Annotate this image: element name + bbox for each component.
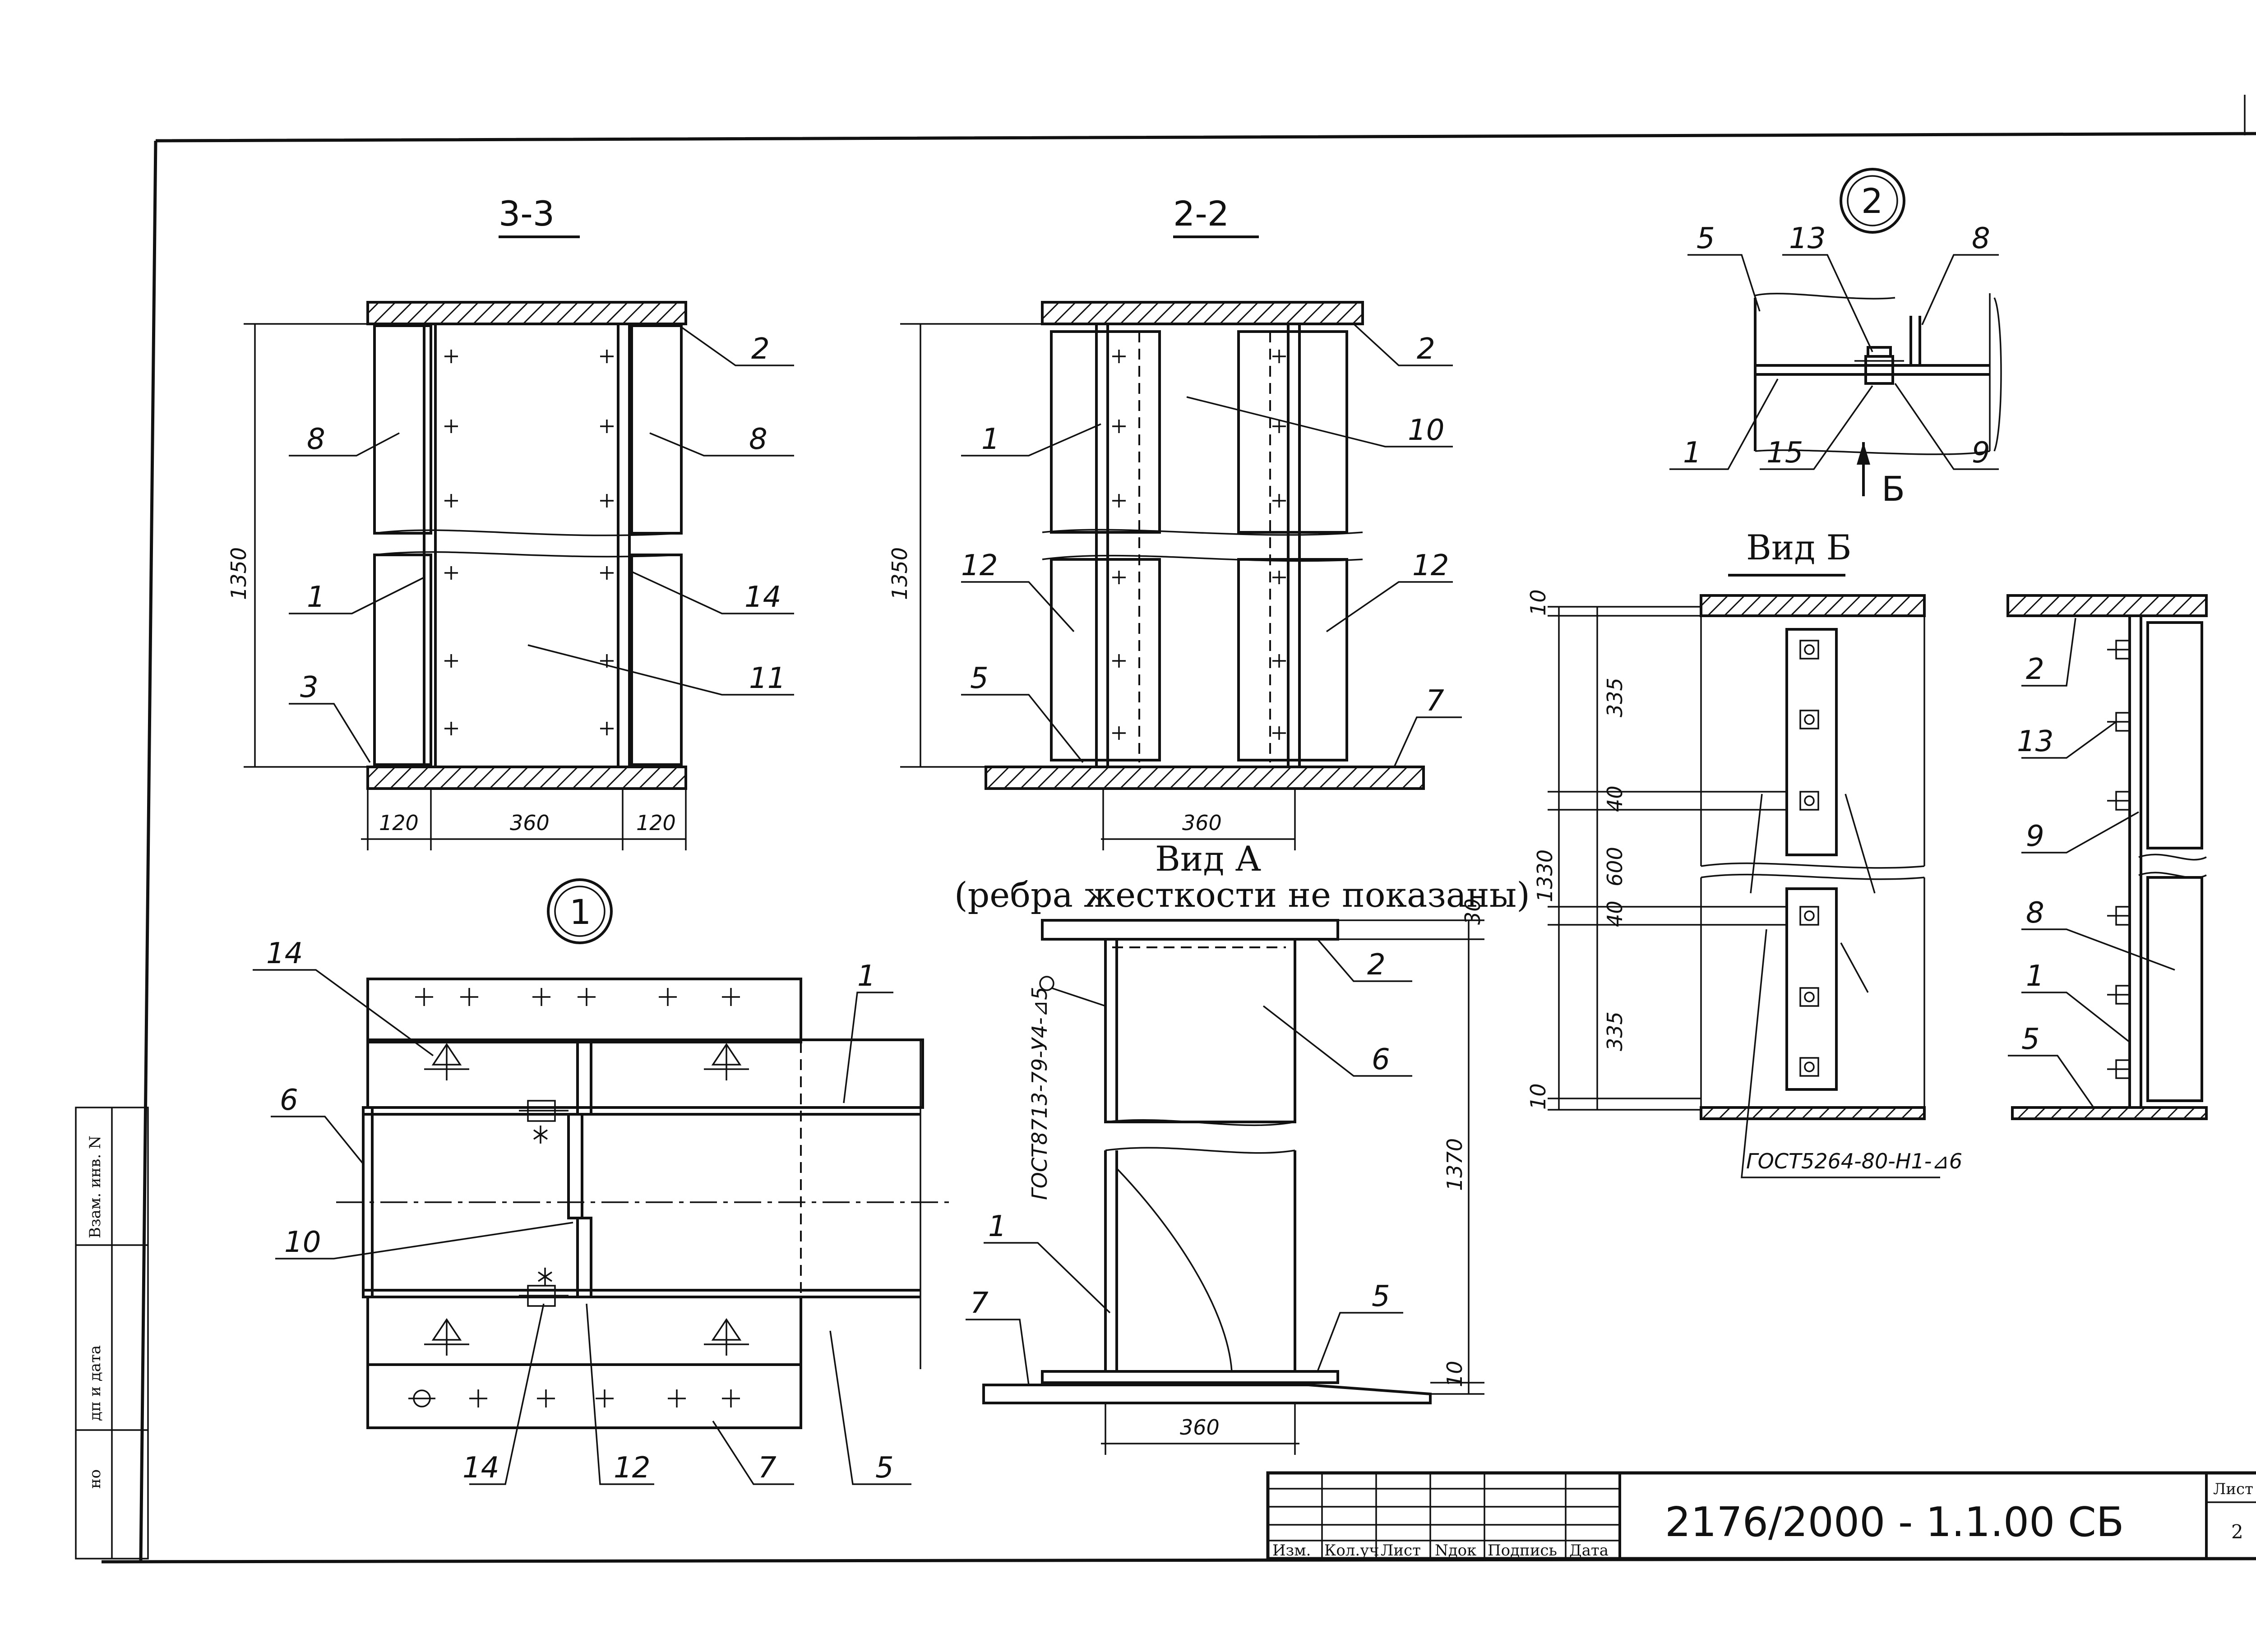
view-a-label-1: 1 [988,1210,1007,1243]
view-a-label-2: 2 [1367,948,1386,982]
title-col-izm: Изм. [1272,1541,1311,1560]
dim-vidb-40-top: 40 [1603,785,1627,812]
side-label-9: 9 [2026,820,2044,853]
s33-label-11: 11 [749,662,786,695]
side-stamp-text-3: но [86,1469,104,1489]
view-a-note: (ребра жесткости не показаны) [954,875,1530,915]
s33-label-1: 1 [307,581,325,614]
dim-vidb-bottom-10: 10 [1526,1083,1550,1110]
node-2-label-13: 13 [1789,222,1826,255]
sheet-number: 2 [2231,1521,2243,1543]
dim-vida-bottom: 10 [1442,1361,1467,1387]
section-2-2-title: 2-2 [1173,194,1229,234]
s33-label-3: 3 [300,671,319,704]
node-1: 1 [253,878,950,1485]
view-b-title: Вид Б [1746,527,1851,568]
view-a-label-5: 5 [1372,1280,1390,1313]
dim-s22-width: 360 [1182,811,1222,835]
view-a-title: Вид А [1155,839,1261,879]
node-1-label-12: 12 [614,1451,650,1485]
title-col-ndok: Nдок [1435,1541,1476,1560]
side-stamp-text-1: Взам. инв. N [86,1135,104,1238]
section-3-3: 3-3 1350 120 360 [227,194,794,850]
dim-s22-height: 1350 [888,547,912,600]
side-stamp-text-2: дп и дата [86,1345,104,1421]
node-1-label-6: 6 [280,1084,298,1117]
title-block: Изм. Кол.уч Лист Nдок Подпись Дата 2176/… [1266,1471,2256,1560]
side-label-5: 5 [2021,1023,2040,1056]
node-1-label-5: 5 [875,1451,894,1485]
s22-label-2: 2 [1417,332,1435,366]
s22-label-10: 10 [1408,414,1444,447]
view-a-weld-note: ГОСТ8713-79-У4-⊿5 [1027,987,1052,1200]
s22-label-12-right: 12 [1412,549,1449,582]
node-2-label-5: 5 [1697,222,1715,255]
section-3-3-title: 3-3 [499,194,555,234]
side-label-13: 13 [2017,725,2053,758]
node-2-title: 2 [1861,181,1883,221]
view-b-side: 2 13 9 8 1 5 [2006,594,2208,1120]
view-a-label-7: 7 [970,1287,989,1320]
dim-vida-top: 30 [1461,898,1485,925]
node-1-label-1: 1 [857,960,876,993]
node-1-label-14-top: 14 [266,937,303,970]
node-2-label-1: 1 [1683,436,1701,470]
node-2-label-15: 15 [1766,436,1803,470]
node-1-label-10: 10 [284,1226,321,1259]
s22-label-5: 5 [970,662,989,695]
view-b-weld-note: ГОСТ5264-80-Н1-⊿6 [1746,1149,1962,1173]
dim-vidb-top-10: 10 [1526,589,1550,616]
section-2-2: 2-2 1350 360 2 1 10 [888,194,1462,850]
node-2-label-9: 9 [1972,436,1990,470]
view-a: Вид А (ребра жесткости не показаны) 30 1… [954,839,1530,1455]
node-2: 2 Б 5 13 8 1 15 9 [1669,168,2002,509]
s33-label-8-left: 8 [307,423,325,456]
drawing-code: 2176/2000 - 1.1.00 СБ [1665,1499,2124,1546]
view-b: Вид Б [1526,527,1962,1178]
title-col-koluch: Кол.уч [1324,1541,1379,1560]
side-stamp: Взам. инв. N дп и дата но [75,1107,149,1560]
s22-label-1: 1 [981,423,1000,456]
dim-s33-right: 120 [636,811,676,835]
sheet-frame [101,95,2256,1564]
s33-label-2: 2 [751,332,770,366]
title-col-list: Лист [1381,1541,1421,1560]
s22-label-12-left: 12 [961,549,998,582]
dim-vidb-335-bottom: 335 [1603,1011,1627,1051]
dim-vidb-total: 1330 [1533,849,1557,902]
node-2-label-8: 8 [1972,222,1990,255]
s22-label-7: 7 [1426,684,1444,718]
sheet-label: Лист [2213,1480,2253,1498]
side-label-1: 1 [2026,960,2044,993]
node-2-arrow-label: Б [1882,469,1905,509]
dim-vidb-40-bottom: 40 [1603,900,1627,927]
dim-vidb-600: 600 [1603,847,1627,886]
side-label-2: 2 [2026,653,2044,686]
view-a-label-6: 6 [1372,1043,1390,1076]
dim-vida-width: 360 [1180,1415,1220,1440]
node-1-label-14-bottom: 14 [462,1451,499,1485]
s33-label-14: 14 [744,581,781,614]
title-col-podpis: Подпись [1488,1541,1557,1560]
title-col-data: Дата [1569,1541,1609,1560]
side-label-8: 8 [2026,896,2044,930]
node-1-label-7: 7 [758,1451,777,1485]
node-1-title: 1 [569,892,591,932]
dim-s33-middle: 360 [510,811,550,835]
dim-vida-height: 1370 [1442,1138,1467,1191]
s33-label-8-right: 8 [749,423,767,456]
dim-vidb-335-top: 335 [1603,678,1627,717]
dim-s33-height: 1350 [227,547,251,600]
dim-s33-left: 120 [379,811,419,835]
